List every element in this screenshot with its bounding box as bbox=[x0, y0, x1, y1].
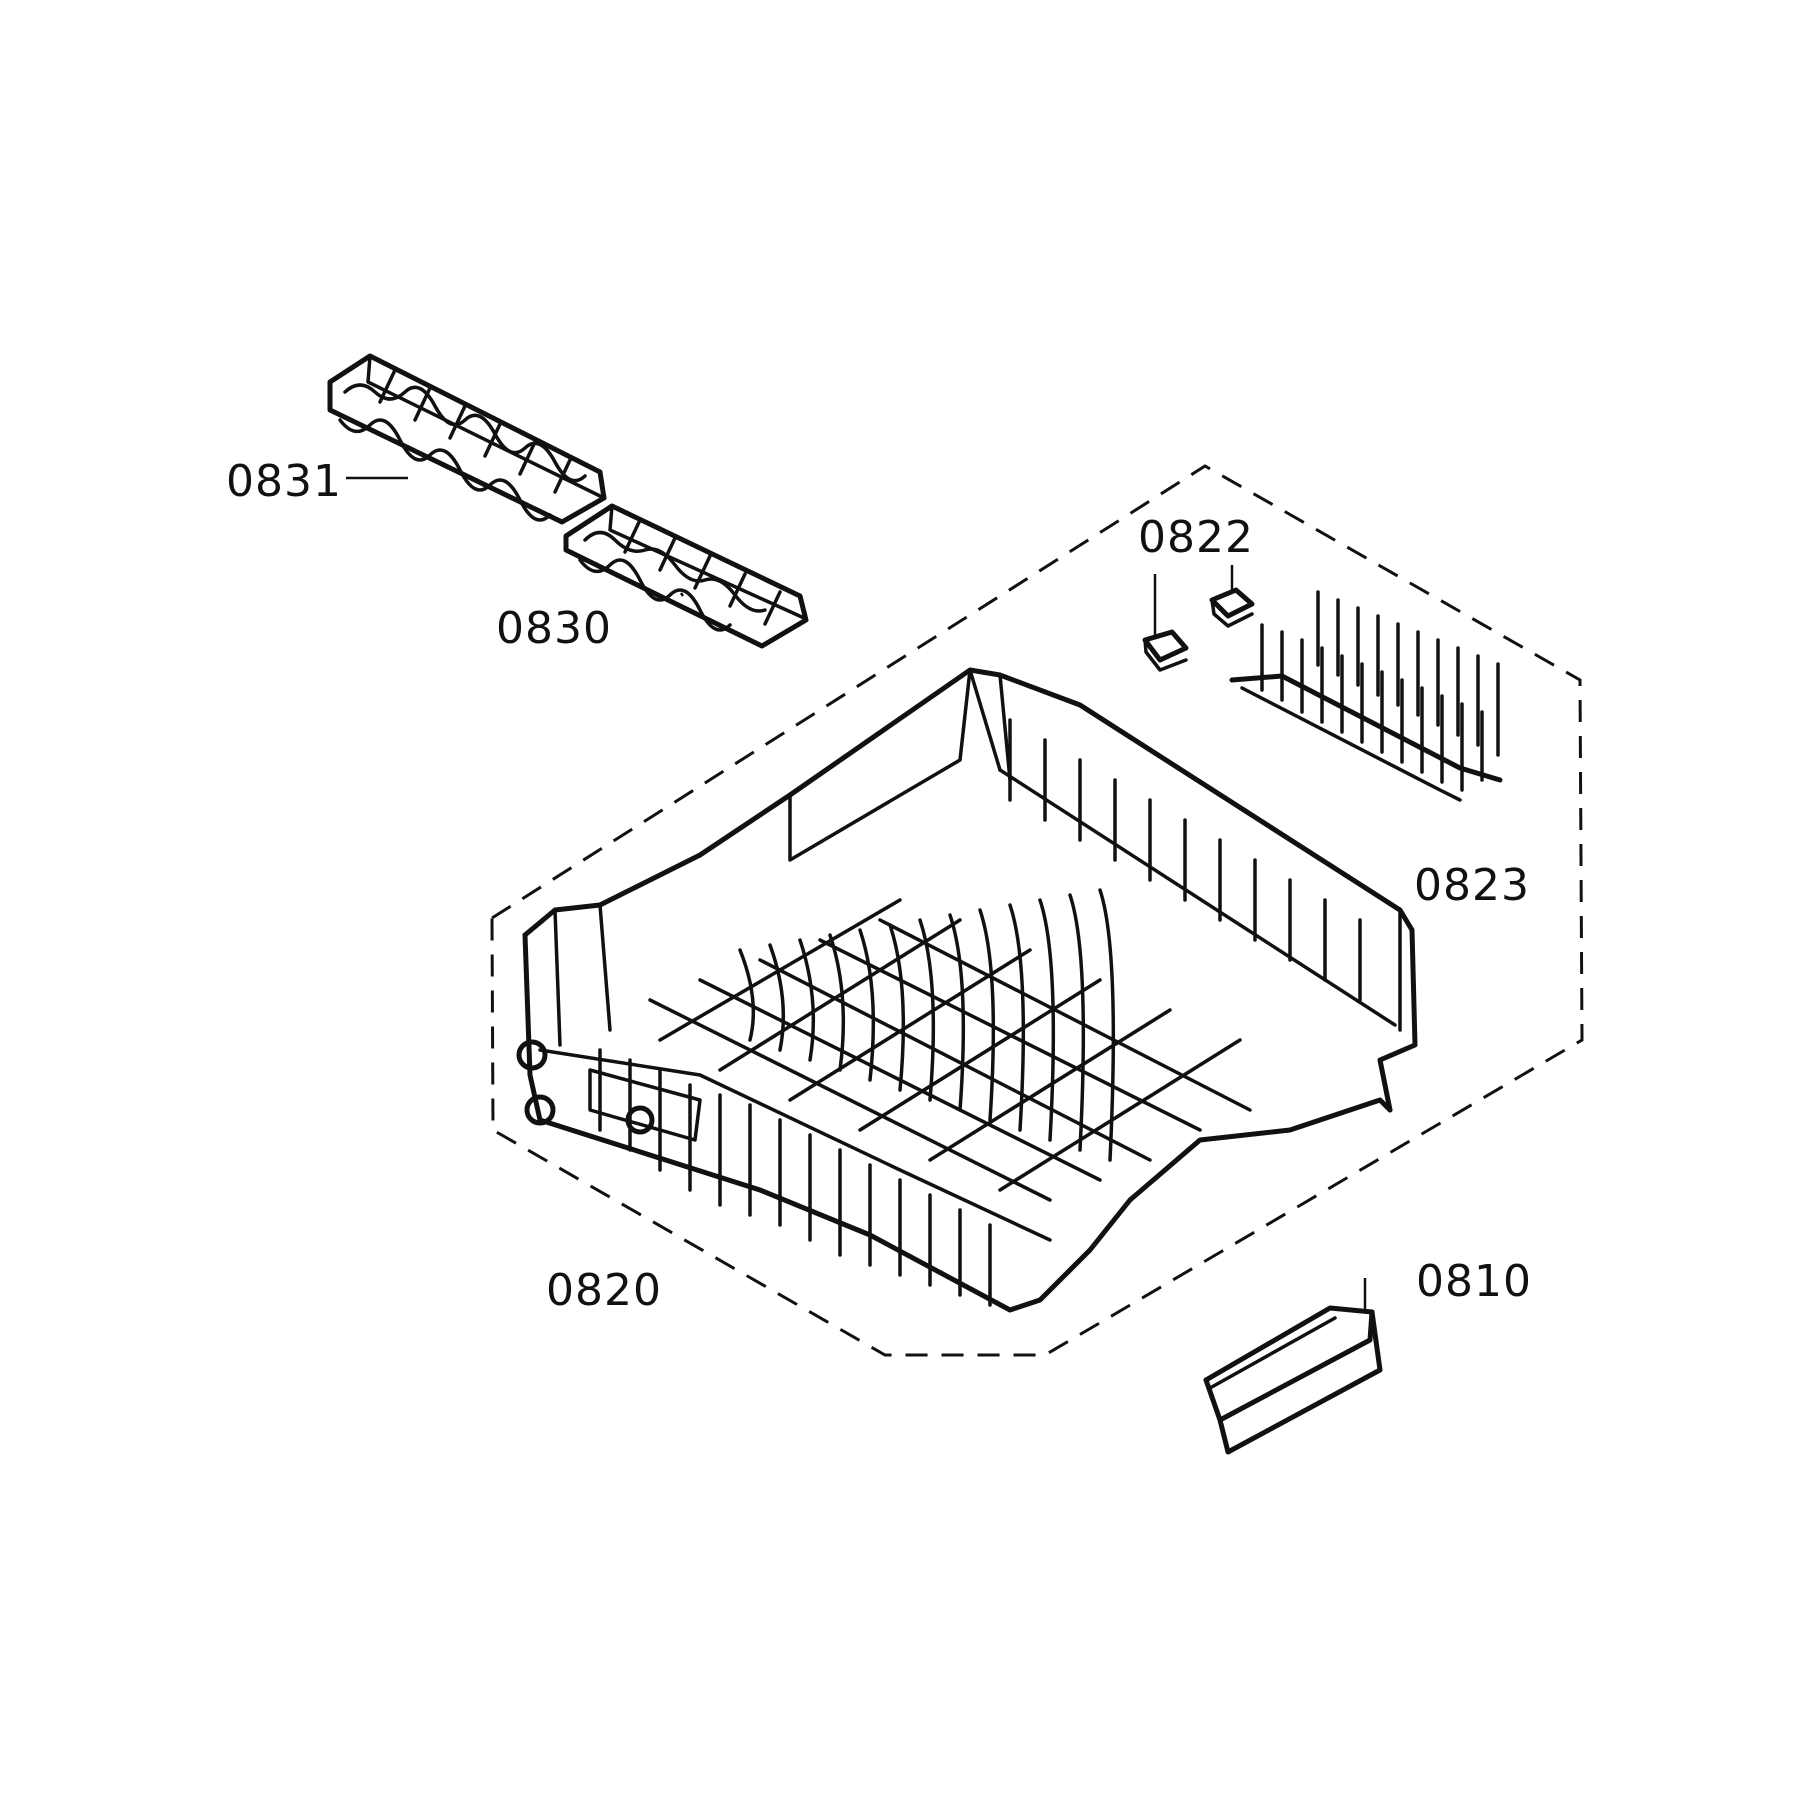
label-0822: 0822 bbox=[1138, 512, 1254, 563]
label-0830: 0830 bbox=[496, 603, 612, 654]
part-0820-dish-rack[interactable] bbox=[516, 667, 1418, 1313]
part-0823-tine-row[interactable] bbox=[1229, 590, 1503, 802]
leader-lines bbox=[346, 476, 1367, 1312]
label-0820: 0820 bbox=[546, 1265, 662, 1316]
label-0810: 0810 bbox=[1416, 1256, 1532, 1307]
part-0831-cutlery-rack[interactable] bbox=[327, 353, 607, 525]
assembly-boundary bbox=[490, 464, 1584, 1357]
label-0831: 0831 bbox=[226, 456, 342, 507]
part-0822-clips[interactable] bbox=[1142, 587, 1255, 672]
part-0810-tray[interactable] bbox=[1203, 1305, 1383, 1455]
label-0823: 0823 bbox=[1414, 860, 1530, 911]
part-0830-cutlery-rack[interactable] bbox=[563, 503, 809, 649]
callout-labels: 0831 0830 0822 0823 0820 0810 bbox=[226, 456, 1532, 1316]
